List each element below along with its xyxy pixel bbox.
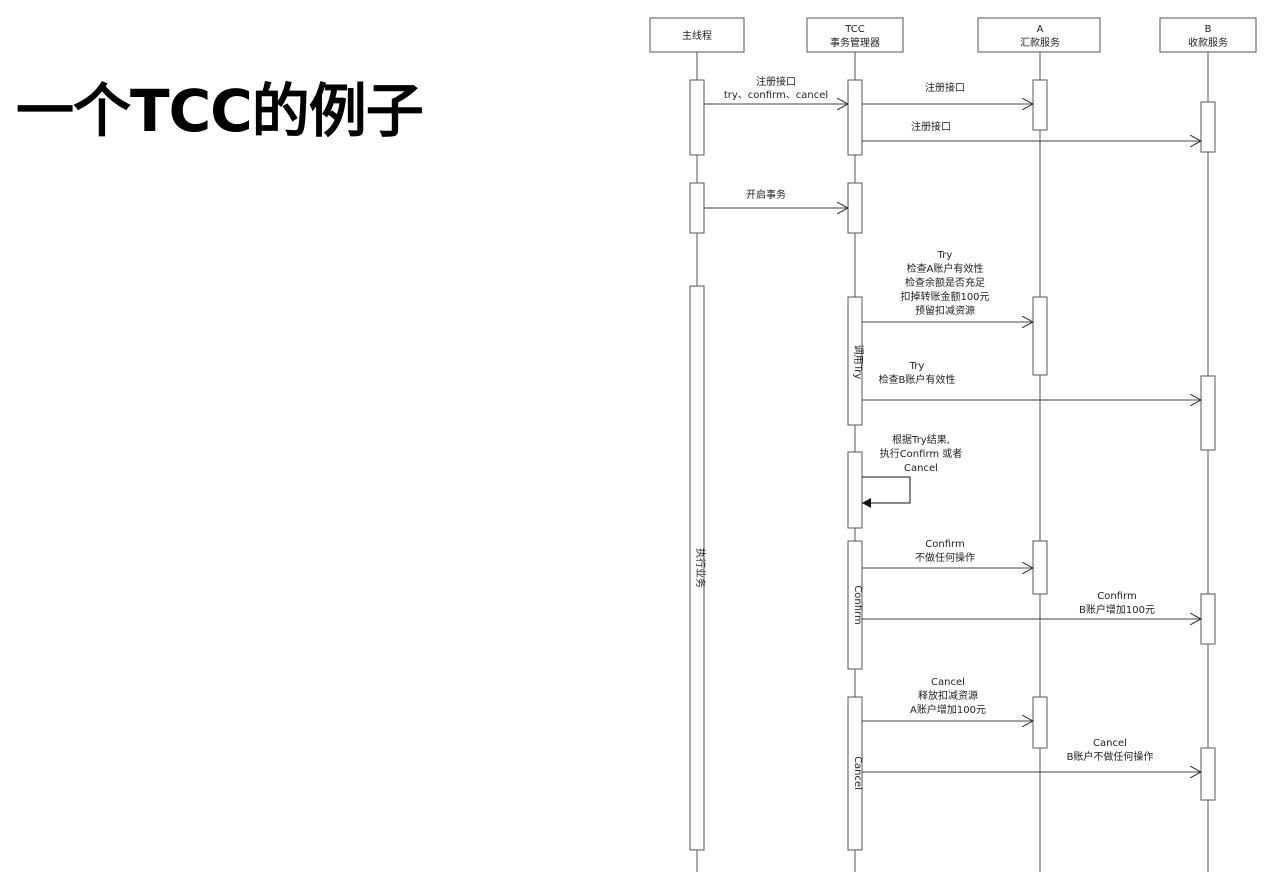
message-labels: 注册接口 try、confirm、cancel 注册接口 注册接口 开启事务 T… xyxy=(724,75,1155,763)
activation-tcc-try xyxy=(847,296,863,426)
msg-reg-b-line-0: 注册接口 xyxy=(911,120,951,133)
participant-box-tcc xyxy=(806,17,904,53)
phase-label-cancel: Cancel xyxy=(852,756,863,790)
msg-confirm-a-line-1: 不做任何操作 xyxy=(915,551,975,564)
activation-a-try xyxy=(1032,296,1048,376)
msg-cancel-b-line-0: Cancel xyxy=(1093,738,1127,749)
msg-reg-main-line-1: try、confirm、cancel xyxy=(724,90,828,101)
activation-main-open xyxy=(689,182,705,234)
msg-cancel-b-line-1: B账户不做任何操作 xyxy=(1067,750,1154,763)
msg-reg-a-line-0: 注册接口 xyxy=(925,81,965,94)
activation-tcc-confirm xyxy=(847,540,863,670)
activation-bars xyxy=(689,79,1216,851)
activation-b-try xyxy=(1200,375,1216,451)
activation-tcc-decide xyxy=(847,451,863,529)
participant-a-line-1: 汇款服务 xyxy=(1020,36,1060,49)
phase-label-try: 调用Try xyxy=(852,345,864,380)
phase-labels: 执行业务 调用Try Confirm Cancel xyxy=(694,345,864,790)
msg-try-a-line-4: 预留扣减资源 xyxy=(915,304,975,317)
arrow-self-decide xyxy=(862,476,911,508)
participant-boxes xyxy=(649,17,1257,53)
msg-try-a-line-1: 检查A账户有效性 xyxy=(907,262,984,275)
participant-b-line-1: 收款服务 xyxy=(1188,36,1228,49)
activation-a-register xyxy=(1032,79,1048,131)
msg-confirm-b-line-0: Confirm xyxy=(1097,591,1136,602)
msg-decide-line-1: 执行Confirm 或者 xyxy=(880,447,963,460)
participant-a-line-0: A xyxy=(1037,24,1044,35)
participant-box-a xyxy=(977,17,1101,53)
msg-decide-line-0: 根据Try结果, xyxy=(892,433,950,446)
participant-tcc-line-0: TCC xyxy=(844,24,865,35)
participant-tcc-line-1: 事务管理器 xyxy=(830,36,880,49)
msg-reg-main-line-0: 注册接口 xyxy=(756,75,796,88)
activation-tcc-open xyxy=(847,182,863,234)
activation-b-cancel xyxy=(1200,747,1216,801)
phase-label-confirm: Confirm xyxy=(852,585,863,624)
activation-main-register xyxy=(689,79,705,156)
msg-confirm-b-line-1: B账户增加100元 xyxy=(1079,603,1155,616)
msg-decide-line-2: Cancel xyxy=(904,463,938,474)
msg-try-b-line-0: Try xyxy=(909,361,925,372)
msg-open-tx-line-0: 开启事务 xyxy=(746,188,786,201)
msg-try-a-line-3: 扣掉转账金额100元 xyxy=(900,290,989,303)
msg-try-b-line-1: 检查B账户有效性 xyxy=(879,373,956,386)
activation-a-confirm xyxy=(1032,540,1048,595)
participant-main-line-0: 主线程 xyxy=(682,29,712,42)
phase-label-business: 执行业务 xyxy=(694,548,707,588)
msg-confirm-a-line-0: Confirm xyxy=(925,539,964,550)
activation-a-cancel xyxy=(1032,696,1048,749)
msg-cancel-a-line-0: Cancel xyxy=(931,677,965,688)
activation-tcc-cancel xyxy=(847,696,863,851)
activation-b-confirm xyxy=(1200,593,1216,645)
activation-main-business xyxy=(689,285,705,851)
slide-title: 一个TCC的例子 xyxy=(16,77,424,145)
participant-box-b xyxy=(1159,17,1257,53)
activation-b-register xyxy=(1200,101,1216,153)
message-arrows xyxy=(704,104,1201,772)
participant-box-main xyxy=(649,17,745,53)
participant-b-line-0: B xyxy=(1205,24,1212,35)
participant-labels: 主线程 TCC 事务管理器 A 汇款服务 B 收款服务 xyxy=(682,24,1228,49)
msg-try-a-line-2: 检查余额是否充足 xyxy=(905,276,985,289)
msg-cancel-a-line-1: 释放扣减资源 xyxy=(918,689,978,702)
lifelines xyxy=(696,52,1209,872)
msg-try-a-line-0: Try xyxy=(937,250,953,261)
msg-cancel-a-line-2: A账户增加100元 xyxy=(910,703,986,716)
activation-tcc-register xyxy=(847,79,863,156)
